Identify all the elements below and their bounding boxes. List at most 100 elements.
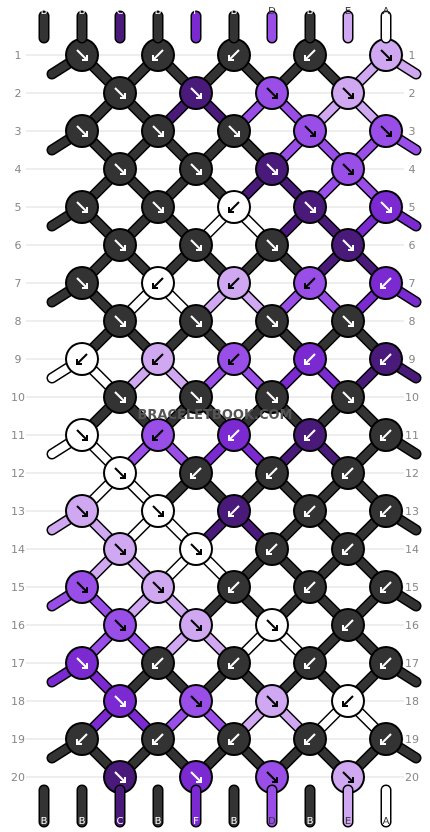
knot	[255, 456, 289, 490]
arrow-down-left-icon	[380, 581, 392, 593]
knot	[65, 418, 99, 452]
knot	[217, 114, 251, 148]
arrow-down-right-icon	[342, 391, 354, 403]
arrow-down-left-icon	[152, 353, 164, 365]
bottom-strand-label: C	[117, 816, 124, 827]
row-number-left: 9	[15, 353, 22, 366]
knot	[255, 304, 289, 338]
arrow-down-right-icon	[76, 429, 88, 441]
arrow-down-right-icon	[342, 771, 354, 783]
arrow-down-left-icon	[342, 695, 354, 707]
knot	[369, 342, 403, 376]
knot	[331, 76, 365, 110]
arrow-down-left-icon	[304, 353, 316, 365]
top-strand-label: F	[193, 6, 199, 17]
arrow-down-right-icon	[266, 771, 278, 783]
row-number-right: 14	[405, 543, 419, 556]
knot	[103, 456, 137, 490]
knot	[293, 722, 327, 756]
arrow-down-right-icon	[114, 619, 126, 631]
arrow-down-left-icon	[228, 49, 240, 61]
arrow-down-right-icon	[114, 543, 126, 555]
arrow-down-left-icon	[266, 467, 278, 479]
knot	[65, 722, 99, 756]
row-number-right: 7	[409, 277, 416, 290]
knot	[255, 380, 289, 414]
knot	[331, 684, 365, 718]
row-number-right: 18	[405, 695, 419, 708]
arrow-down-right-icon	[342, 163, 354, 175]
knot-grid	[65, 38, 403, 794]
arrow-down-left-icon	[228, 201, 240, 213]
arrow-down-left-icon	[342, 543, 354, 555]
knot	[331, 228, 365, 262]
knot	[255, 228, 289, 262]
arrow-down-left-icon	[228, 505, 240, 517]
arrow-down-right-icon	[228, 125, 240, 137]
knot	[141, 266, 175, 300]
arrow-down-left-icon	[152, 49, 164, 61]
bottom-strand-label: D	[268, 816, 276, 827]
row-number-right: 2	[409, 87, 416, 100]
arrow-down-right-icon	[380, 49, 392, 61]
arrow-down-left-icon	[304, 49, 316, 61]
row-number-left: 7	[15, 277, 22, 290]
arrow-down-left-icon	[342, 467, 354, 479]
arrow-down-right-icon	[114, 467, 126, 479]
knot	[65, 266, 99, 300]
arrow-down-right-icon	[152, 505, 164, 517]
row-number-right: 15	[405, 581, 419, 594]
knot	[141, 722, 175, 756]
knot	[255, 684, 289, 718]
top-strand-label: B	[79, 6, 86, 17]
row-number-right: 9	[409, 353, 416, 366]
knot	[369, 190, 403, 224]
knot	[65, 570, 99, 604]
knot	[369, 114, 403, 148]
arrow-down-right-icon	[152, 581, 164, 593]
knot	[141, 494, 175, 528]
arrow-down-left-icon	[266, 543, 278, 555]
top-strand-label: E	[345, 6, 351, 17]
knot	[293, 494, 327, 528]
arrow-down-left-icon	[380, 353, 392, 365]
knot	[141, 38, 175, 72]
knot	[141, 418, 175, 452]
row-number-left: 19	[11, 733, 25, 746]
row-number-left: 1	[15, 49, 22, 62]
row-number-right: 16	[405, 619, 419, 632]
arrow-down-right-icon	[76, 505, 88, 517]
arrow-down-right-icon	[152, 125, 164, 137]
arrow-down-left-icon	[304, 657, 316, 669]
arrow-down-right-icon	[114, 163, 126, 175]
knot	[217, 418, 251, 452]
knot	[179, 760, 213, 794]
knot	[293, 418, 327, 452]
row-number-right: 6	[409, 239, 416, 252]
row-number-right: 13	[405, 505, 419, 518]
knot	[179, 228, 213, 262]
knot	[103, 532, 137, 566]
arrow-down-right-icon	[114, 771, 126, 783]
arrow-down-right-icon	[114, 239, 126, 251]
bottom-strand-label: B	[307, 816, 314, 827]
arrow-down-right-icon	[190, 543, 202, 555]
arrow-down-right-icon	[190, 619, 202, 631]
arrow-down-right-icon	[190, 315, 202, 327]
arrow-down-left-icon	[380, 657, 392, 669]
knot	[103, 152, 137, 186]
arrow-down-right-icon	[266, 87, 278, 99]
knot	[255, 76, 289, 110]
arrow-down-left-icon	[380, 429, 392, 441]
knot	[65, 114, 99, 148]
arrow-down-left-icon	[304, 581, 316, 593]
arrow-down-right-icon	[266, 695, 278, 707]
arrow-down-right-icon	[342, 87, 354, 99]
arrow-down-left-icon	[152, 657, 164, 669]
knot	[141, 114, 175, 148]
arrow-down-right-icon	[152, 201, 164, 213]
row-number-right: 20	[405, 771, 419, 784]
